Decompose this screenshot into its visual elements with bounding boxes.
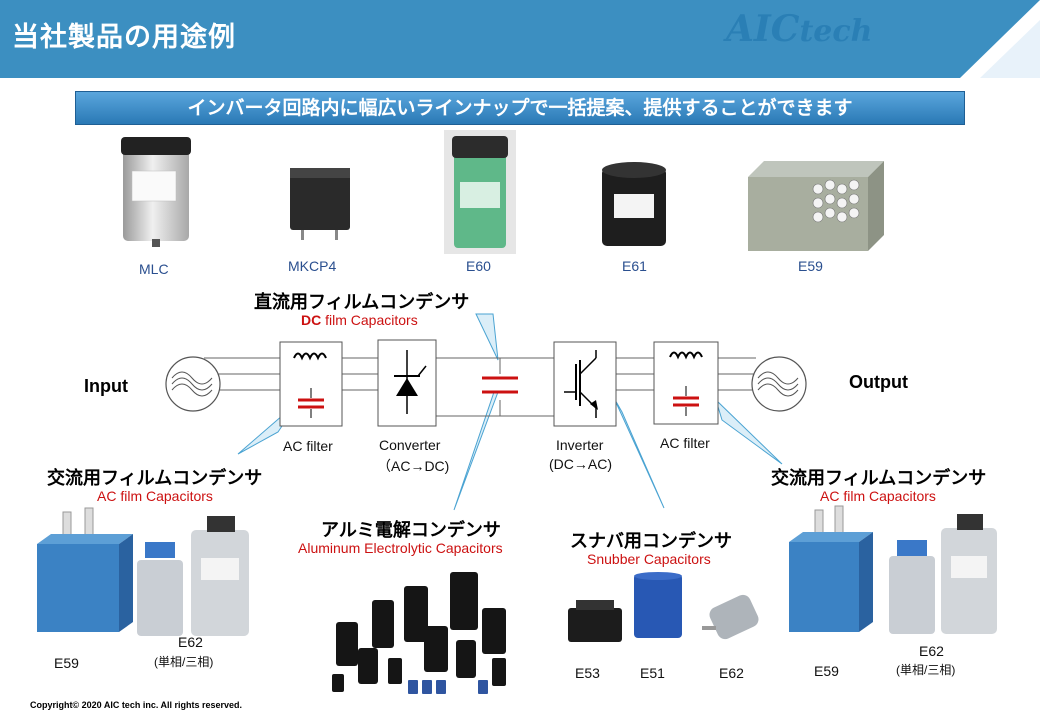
ac-filter-left-block (279, 341, 343, 427)
dc-film-title: 直流用フィルムコンデンサ (254, 292, 470, 313)
ac-film-right-title: 交流用フィルムコンデンサ (771, 468, 987, 489)
ac-film-left-title: 交流用フィルムコンデンサ (47, 468, 263, 489)
mlc-capacitor-image (121, 137, 191, 247)
snubber-e53-label: E53 (575, 665, 600, 681)
bottom-right-e59-label: E59 (814, 663, 839, 679)
snubber-title: スナバ用コンデンサ (570, 531, 732, 552)
ac-film-right-subtitle: AC film Capacitors (820, 488, 936, 504)
inverter-label: Inverter (556, 437, 604, 453)
snubber-subtitle: Snubber Capacitors (587, 551, 711, 567)
e62-silver-capacitor-left-small (137, 542, 183, 636)
bottom-left-e59-label: E59 (54, 655, 79, 671)
ac-film-left-products-image (37, 507, 249, 636)
e61-capacitor-image (602, 162, 666, 246)
product-label-e59: E59 (798, 258, 823, 274)
aluminum-title: アルミ電解コンデンサ (321, 520, 501, 541)
e62-silver-capacitor-right-large (941, 514, 997, 634)
callout-ac-film-right (714, 398, 783, 465)
bottom-right-e62-label: E62 (919, 643, 944, 659)
header-corner-decoration (960, 0, 1040, 78)
e53-snubber-capacitor (568, 600, 622, 642)
inverter-sublabel: (DC→AC) (549, 456, 612, 472)
converter-thyristor-block (377, 339, 437, 427)
output-ac-load-icon (751, 356, 807, 412)
callout-dc-film (475, 313, 499, 361)
inverter-igbt-block (553, 341, 617, 427)
input-label: Input (84, 376, 128, 396)
logo-main: AIC (726, 8, 800, 50)
product-label-mkcp4: MKCP4 (288, 258, 337, 274)
e59-blue-capacitor-left (37, 507, 133, 632)
e59-blue-capacitor-right (789, 505, 873, 632)
product-label-e61: E61 (622, 258, 647, 274)
input-ac-source-icon (165, 356, 221, 412)
converter-label: Converter (379, 437, 441, 453)
e59-module-image (748, 161, 884, 251)
page-title: 当社製品の用途例 (12, 22, 236, 53)
e51-snubber-capacitor (634, 572, 682, 638)
dc-link-capacitor-symbol (482, 376, 518, 394)
converter-sublabel: （AC→DC) (377, 458, 450, 474)
aluminum-subtitle: Aluminum Electrolytic Capacitors (298, 540, 503, 556)
ac-filter-right-label: AC filter (660, 435, 710, 451)
snubber-e62-label: E62 (719, 665, 744, 681)
e60-capacitor-image (444, 130, 516, 254)
e62-silver-capacitor-left-large (191, 516, 249, 636)
dc-film-subtitle: DC film Capacitors (301, 312, 418, 328)
aluminum-electrolytic-capacitors-image (332, 572, 506, 694)
summary-banner: インバータ回路内に幅広いラインナップで一括提案、提供することができます (75, 91, 965, 125)
copyright-notice: Copyright© 2020 AIC tech inc. All rights… (30, 700, 243, 710)
header-bar (0, 0, 1040, 78)
e62-silver-capacitor-right-small (889, 540, 935, 634)
product-label-mlc: MLC (139, 261, 169, 277)
e62-snubber-capacitor (702, 594, 759, 640)
company-logo: AICtech (726, 8, 872, 50)
bottom-left-e62-label: E62 (178, 634, 203, 650)
snubber-capacitors-image (568, 572, 759, 642)
ac-film-right-products-image (789, 505, 997, 634)
output-label: Output (849, 372, 908, 392)
logo-suffix: tech (799, 14, 873, 49)
snubber-e51-label: E51 (640, 665, 665, 681)
ac-film-left-subtitle: AC film Capacitors (97, 488, 213, 504)
callout-snubber (613, 397, 665, 509)
bottom-right-e62-sublabel: (単相/三相) (896, 663, 956, 677)
ac-filter-right-block (653, 341, 719, 425)
callout-aluminum (453, 391, 499, 511)
product-label-e60: E60 (466, 258, 491, 274)
dc-film-sub-rest: film Capacitors (325, 312, 418, 328)
dc-film-sub-bold: DC (301, 312, 322, 328)
bottom-left-e62-sublabel: (単相/三相) (154, 655, 214, 669)
mkcp4-capacitor-image (290, 168, 350, 240)
ac-filter-left-label: AC filter (283, 438, 333, 454)
